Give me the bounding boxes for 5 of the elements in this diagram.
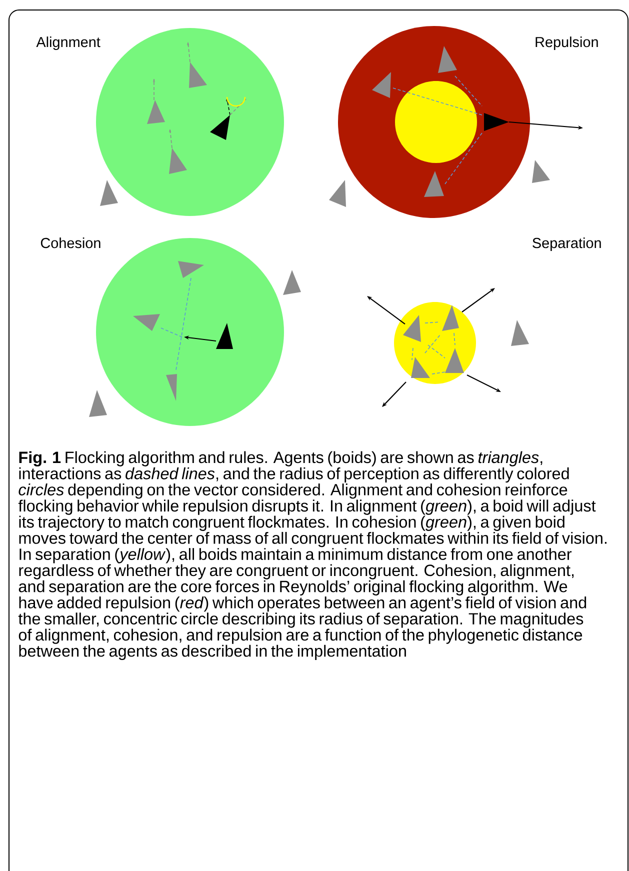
- panel-title: Repulsion: [536, 36, 598, 50]
- panel-title: Separation: [532, 238, 601, 251]
- panel-title: Alignment: [36, 36, 100, 50]
- figure-caption: Fig. 1 Flocking algorithm and rules. Agents (boids) are shown as triangles, interactions as dashed lines, and the radius of perception as differently colored circles depending on the vector considered. Alignment and cohesion reinforce flocking behavior while repulsion disrupts it. In alignment (green), a boid will adjust its trajectory to match congruent flockmates. In cohesion (green), a given boid moves toward the center of mass of all congruent flockmates within its field of vision. In separation (yellow), all boids maintain a minimum distance from one another regardless of whether they are congruent or incongruent. Cohesion, alignment, and separation are the core forces in Reynolds’ original flocking algorithm. We have added repulsion (red) which operates between an agent’s field of vision and the smaller, concentric circle describing its radius of separation. The magnitudes of alignment, cohesion, and repulsion are a function of the phylogenetic distance between the agents as described in the implementation: [18, 451, 606, 660]
- panel-title: Cohesion: [40, 238, 100, 248]
